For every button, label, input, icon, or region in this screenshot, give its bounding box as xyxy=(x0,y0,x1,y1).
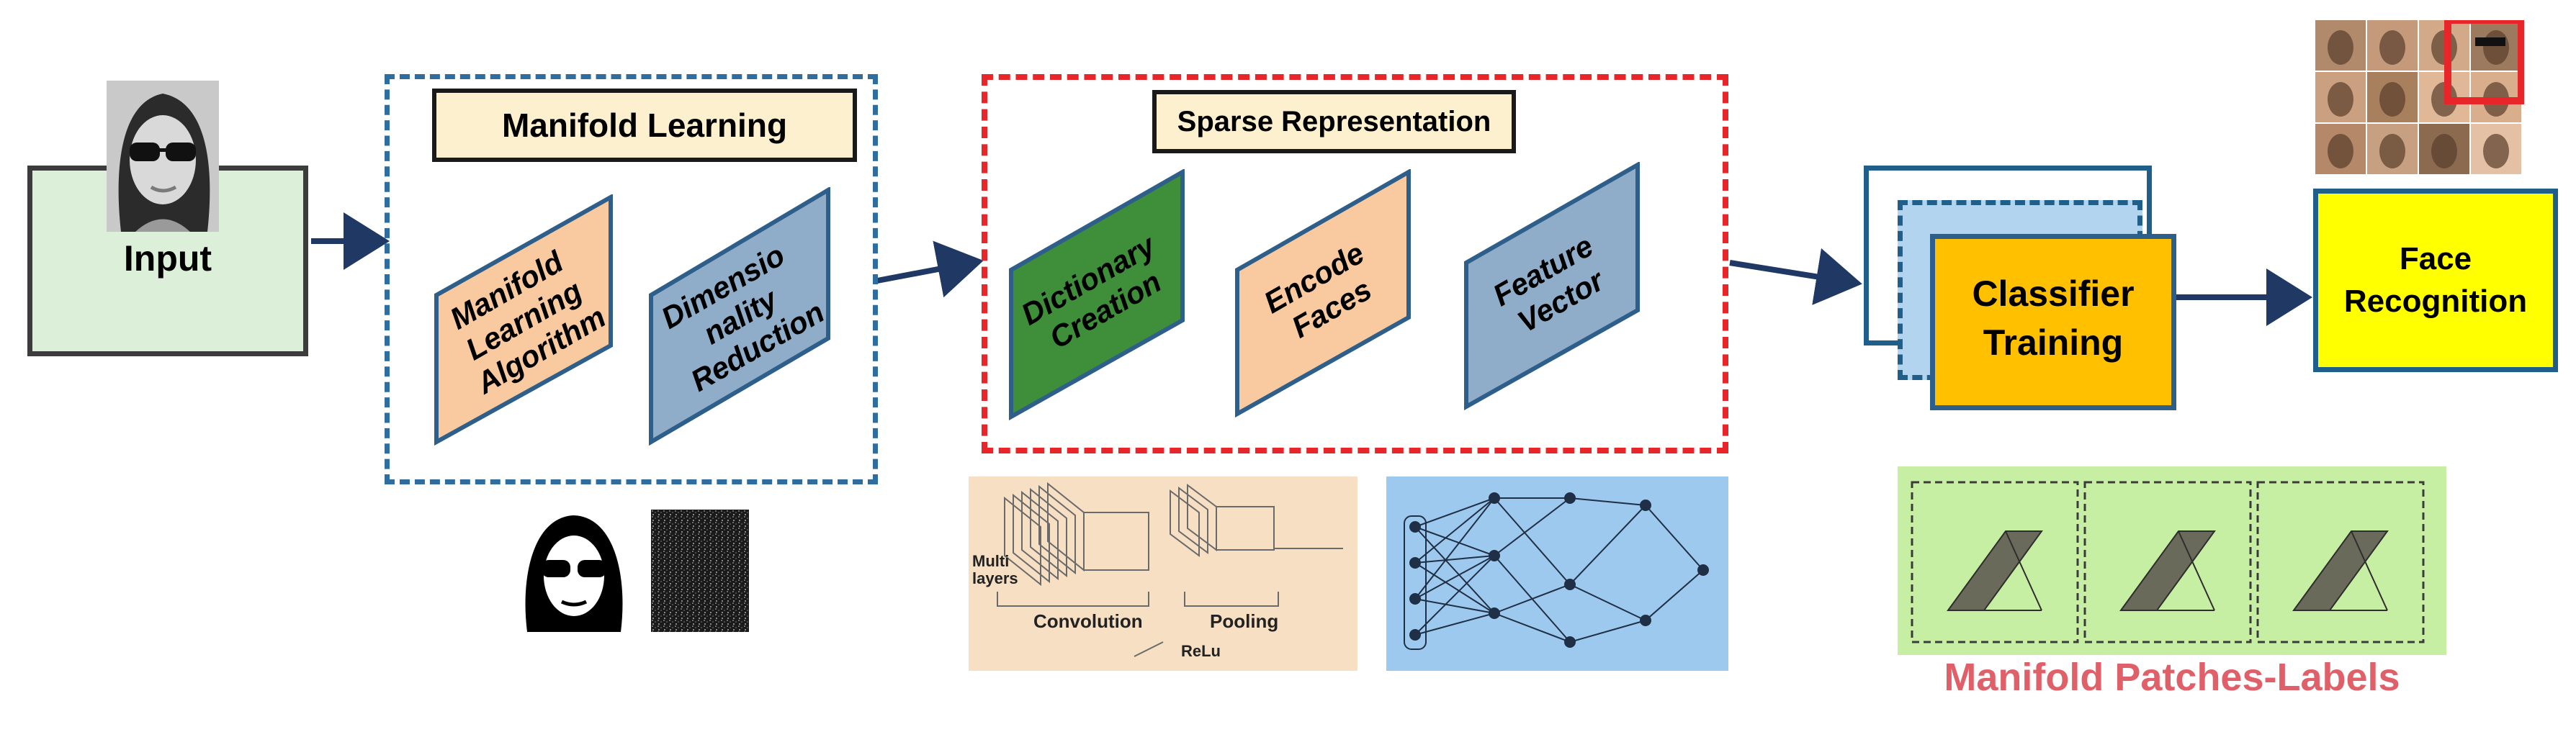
dimensionality-reduction-shape xyxy=(649,187,830,446)
neural-network-drawing xyxy=(1404,492,1709,650)
cnn-layers-drawing xyxy=(997,482,1343,657)
cnn-relu-label: ReLu xyxy=(1181,642,1221,660)
face-recognition-box xyxy=(2313,189,2558,372)
input-face-photo xyxy=(107,81,219,232)
face-recognition-label: Face Recognition xyxy=(2343,241,2528,320)
sparse-representation-container xyxy=(982,74,1728,453)
dictionary-creation-shape xyxy=(1009,169,1185,421)
manifold-algorithm-shape xyxy=(434,194,613,446)
input-label: Input xyxy=(123,238,212,279)
arrow-sparse-to-classifier xyxy=(1729,248,1862,305)
sparse-representation-title: Sparse Representation xyxy=(1152,90,1516,153)
classifier-training-label: Classifier Training xyxy=(1972,274,2135,363)
manifold-patches-drawing xyxy=(1911,481,2425,643)
manifold-learning-container xyxy=(385,74,878,484)
patches-caption-bg xyxy=(1898,655,2446,705)
face-grid-image xyxy=(2315,20,2524,174)
cnn-multi-layers-label: Multi layers xyxy=(972,552,1018,588)
manifold-learning-title: Manifold Learning xyxy=(432,89,857,162)
encode-faces-shape xyxy=(1235,169,1411,417)
binary-face-image xyxy=(520,510,628,632)
cnn-convolution-label: Convolution xyxy=(1033,610,1143,632)
patches-caption: Manifold Patches-Labels xyxy=(1944,656,2400,699)
feature-vector-shape xyxy=(1464,162,1640,410)
cnn-pooling-label: Pooling xyxy=(1210,610,1279,632)
noise-image xyxy=(651,510,749,632)
classifier-front-card xyxy=(1930,234,2176,410)
arrow-manifold-to-sparse xyxy=(876,240,984,298)
neural-network-image xyxy=(1386,476,1728,671)
cnn-diagram xyxy=(969,476,1357,671)
